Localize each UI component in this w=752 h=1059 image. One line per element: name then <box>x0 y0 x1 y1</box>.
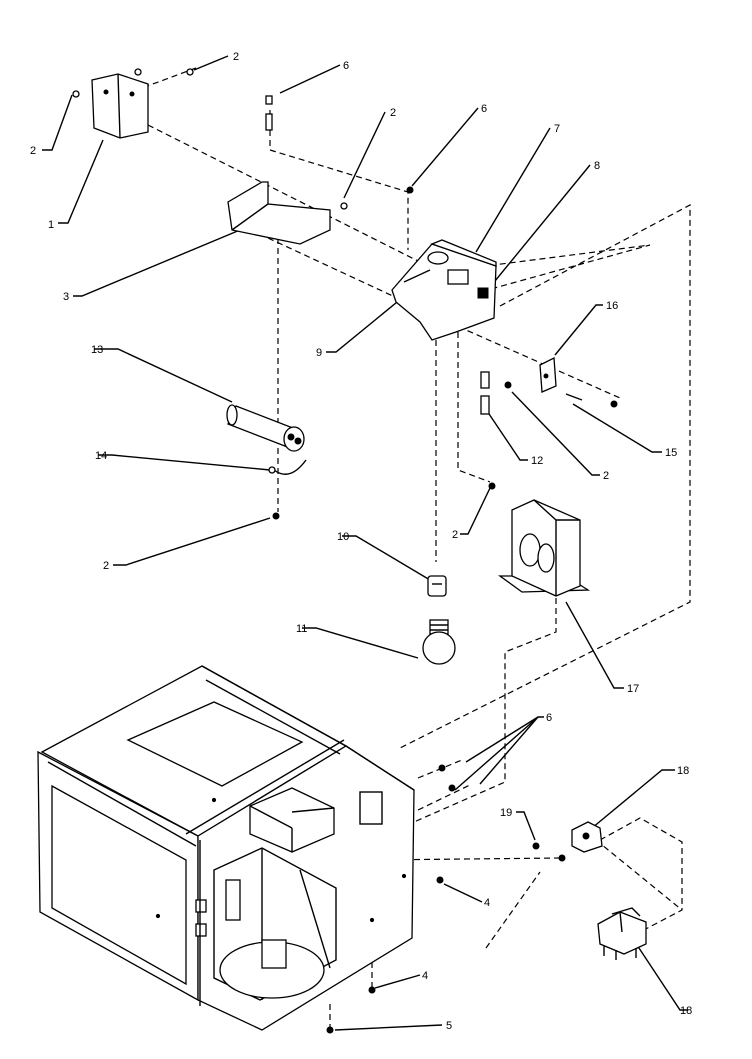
part-3-plate <box>227 181 348 245</box>
part-18-choke-bottom <box>597 907 647 960</box>
oven-chassis <box>37 665 415 1031</box>
part-13-capacitor <box>226 404 305 452</box>
callout-2-f: 2 <box>103 560 109 572</box>
callout-labels: 1 2 2 2 6 6 7 8 3 9 16 13 14 12 2 15 2 2… <box>30 51 692 1032</box>
assembly-paths <box>141 67 691 1030</box>
callout-15: 15 <box>665 447 677 459</box>
part-18-switch-top <box>532 821 603 862</box>
screw-6-top <box>265 95 273 131</box>
callout-10: 10 <box>337 531 349 543</box>
callout-2-c: 2 <box>390 107 396 119</box>
callout-6-b: 6 <box>481 103 487 115</box>
callout-4-a: 4 <box>484 897 490 909</box>
callout-6-c: 6 <box>546 712 552 724</box>
callout-2-d: 2 <box>603 470 609 482</box>
callout-6-a: 6 <box>343 60 349 72</box>
part-14-clamp <box>268 459 307 475</box>
callout-18-b: 18 <box>680 1005 692 1017</box>
callout-4-b: 4 <box>422 970 428 982</box>
part-15-screw <box>504 381 618 408</box>
callout-8: 8 <box>594 160 600 172</box>
screws-6-chassis <box>438 764 456 792</box>
callout-18-a: 18 <box>677 765 689 777</box>
callout-19: 19 <box>500 807 512 819</box>
callout-1: 1 <box>48 219 54 231</box>
callout-14: 14 <box>95 450 107 462</box>
callout-9: 9 <box>316 347 322 359</box>
callout-2-b: 2 <box>233 51 239 63</box>
part-11-bulb <box>422 619 456 665</box>
callout-12: 12 <box>531 455 543 467</box>
callout-2-a: 2 <box>30 145 36 157</box>
callout-16: 16 <box>606 300 618 312</box>
callout-13: 13 <box>91 344 103 356</box>
screw-2-capacitor <box>272 482 496 520</box>
leader-lines <box>42 55 688 1031</box>
callout-17: 17 <box>627 683 639 695</box>
part-12-fuse <box>480 371 490 415</box>
screw-6-mid <box>406 186 414 194</box>
callout-2-e: 2 <box>452 529 458 541</box>
screw-2-top-left <box>72 68 194 98</box>
part-1-bracket <box>91 73 149 139</box>
callout-7: 7 <box>554 123 560 135</box>
part-17-transformer <box>498 499 591 597</box>
screws-4-5-bottom <box>326 876 444 1034</box>
part-10-socket <box>427 575 447 597</box>
callout-11: 11 <box>296 623 307 635</box>
callout-5: 5 <box>446 1020 452 1032</box>
callout-3: 3 <box>63 291 69 303</box>
part-16-switch <box>539 356 557 393</box>
part-7-9-lamp-housing <box>391 239 497 341</box>
